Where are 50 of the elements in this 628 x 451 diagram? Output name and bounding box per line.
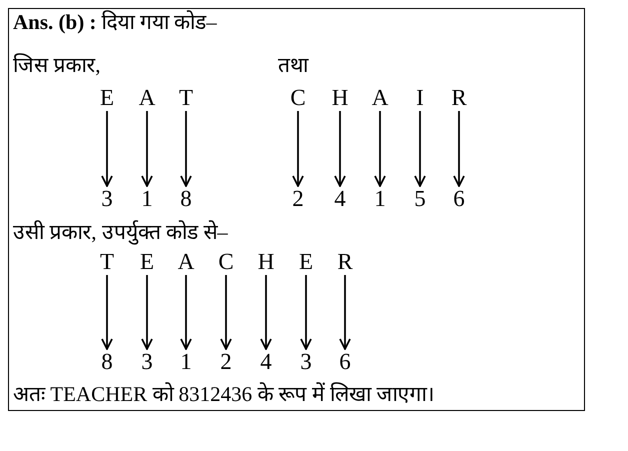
arrow (260, 275, 272, 350)
arrow (101, 275, 113, 350)
letter: R (444, 85, 474, 111)
letter: A (132, 85, 162, 111)
code-digit: 1 (365, 186, 395, 212)
code-digit: 3 (291, 349, 321, 375)
code-digit: 8 (92, 349, 122, 375)
arrow (414, 111, 426, 187)
letter: E (92, 85, 122, 111)
letter: C (211, 249, 241, 275)
code-digit: 1 (171, 349, 201, 375)
letter: A (365, 85, 395, 111)
code-digit: 5 (405, 186, 435, 212)
sentence: उसी प्रकार, उपर्युक्त कोड से– (13, 219, 228, 245)
letter: E (132, 249, 162, 275)
code-digit: 4 (325, 186, 355, 212)
letter: E (291, 249, 321, 275)
answer-heading: Ans. (b) : दिया गया कोड– (13, 9, 217, 35)
arrow (101, 111, 113, 187)
code-digit: 4 (251, 349, 281, 375)
arrow (180, 111, 192, 187)
code-digit: 2 (211, 349, 241, 375)
conclusion-sentence: अतः TEACHER को 8312436 के रूप में लिखा जाएगा। (13, 381, 434, 407)
letter: A (171, 249, 201, 275)
letter: I (405, 85, 435, 111)
conjunction: तथा (278, 52, 308, 78)
code-digit: 8 (171, 186, 201, 212)
letter: C (283, 85, 313, 111)
arrow (374, 111, 386, 187)
arrow (292, 111, 304, 187)
sentence: जिस प्रकार, (13, 52, 100, 78)
letter: H (325, 85, 355, 111)
letter: T (92, 249, 122, 275)
code-digit: 1 (132, 186, 162, 212)
arrow (334, 111, 346, 187)
arrow (141, 111, 153, 187)
arrow (453, 111, 465, 187)
arrow (220, 275, 232, 350)
code-digit: 2 (283, 186, 313, 212)
code-digit: 3 (92, 186, 122, 212)
letter: T (171, 85, 201, 111)
arrow (300, 275, 312, 350)
arrow (141, 275, 153, 350)
letter: H (251, 249, 281, 275)
arrow (180, 275, 192, 350)
code-digit: 3 (132, 349, 162, 375)
arrow (339, 275, 351, 350)
code-digit: 6 (330, 349, 360, 375)
code-digit: 6 (444, 186, 474, 212)
letter: R (330, 249, 360, 275)
